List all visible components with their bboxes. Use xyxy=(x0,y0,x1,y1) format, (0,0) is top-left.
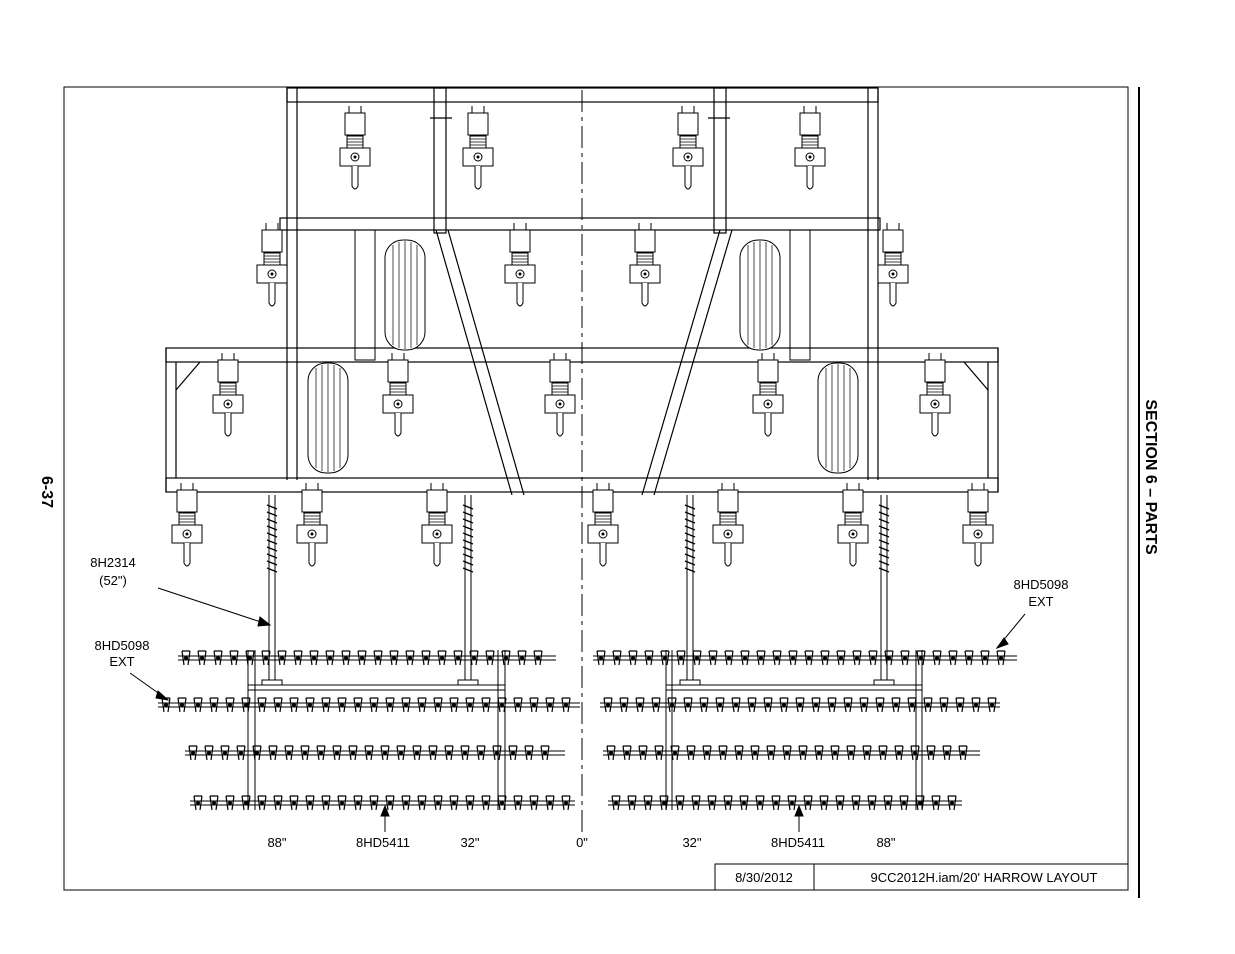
harrow-sections xyxy=(158,495,1017,811)
shank-assembly xyxy=(919,352,951,437)
page-number: 6-37 xyxy=(38,475,55,509)
wheel-front-right xyxy=(817,362,859,474)
ext-left-part-label: 8HD5098 xyxy=(95,638,150,653)
dim-right-inner: 32" xyxy=(682,835,701,850)
shank-assembly xyxy=(171,482,203,567)
shank-assembly xyxy=(752,352,784,437)
shank-assembly xyxy=(877,222,909,307)
shank-assembly xyxy=(794,105,826,190)
shank-assembly xyxy=(962,482,994,567)
arm-part-label: 8H2314 xyxy=(90,555,136,570)
shank-assembly xyxy=(587,482,619,567)
shank-assembly xyxy=(712,482,744,567)
shank-assembly xyxy=(382,352,414,437)
section-title: SECTION 6 – PARTS xyxy=(1142,399,1159,555)
dim-left-outer: 88" xyxy=(267,835,286,850)
shank-assembly xyxy=(296,482,328,567)
drawing-border xyxy=(63,86,1140,898)
shank-assembly xyxy=(212,352,244,437)
leader-lines xyxy=(129,587,1026,832)
dim-right-outer: 88" xyxy=(876,835,895,850)
title-block-file: 9CC2012H.iam/20' HARROW LAYOUT xyxy=(871,870,1098,885)
shank-assembly xyxy=(462,105,494,190)
wheel-rear-right xyxy=(739,239,781,351)
dim-center: 0" xyxy=(576,835,588,850)
shank-assembly xyxy=(256,222,288,307)
wheel-rear-left xyxy=(384,239,426,351)
shank-assembly xyxy=(837,482,869,567)
shank-assembly xyxy=(672,105,704,190)
shank-assembly xyxy=(544,352,576,437)
wheel-front-left xyxy=(307,362,349,474)
shank-assembly xyxy=(629,222,661,307)
arm-size-label: (52") xyxy=(99,573,127,588)
ext-left-sub-label: EXT xyxy=(109,654,134,669)
bar-right-label: 8HD5411 xyxy=(771,835,825,850)
gauge-wheels xyxy=(307,229,859,474)
title-block-date: 8/30/2012 xyxy=(735,870,793,885)
bar-left-label: 8HD5411 xyxy=(356,835,410,850)
ext-right-part-label: 8HD5098 xyxy=(1014,577,1069,592)
shank-assembly xyxy=(421,482,453,567)
dim-left-inner: 32" xyxy=(460,835,479,850)
shank-assembly xyxy=(504,222,536,307)
ext-right-sub-label: EXT xyxy=(1028,594,1053,609)
shank-assembly xyxy=(339,105,371,190)
